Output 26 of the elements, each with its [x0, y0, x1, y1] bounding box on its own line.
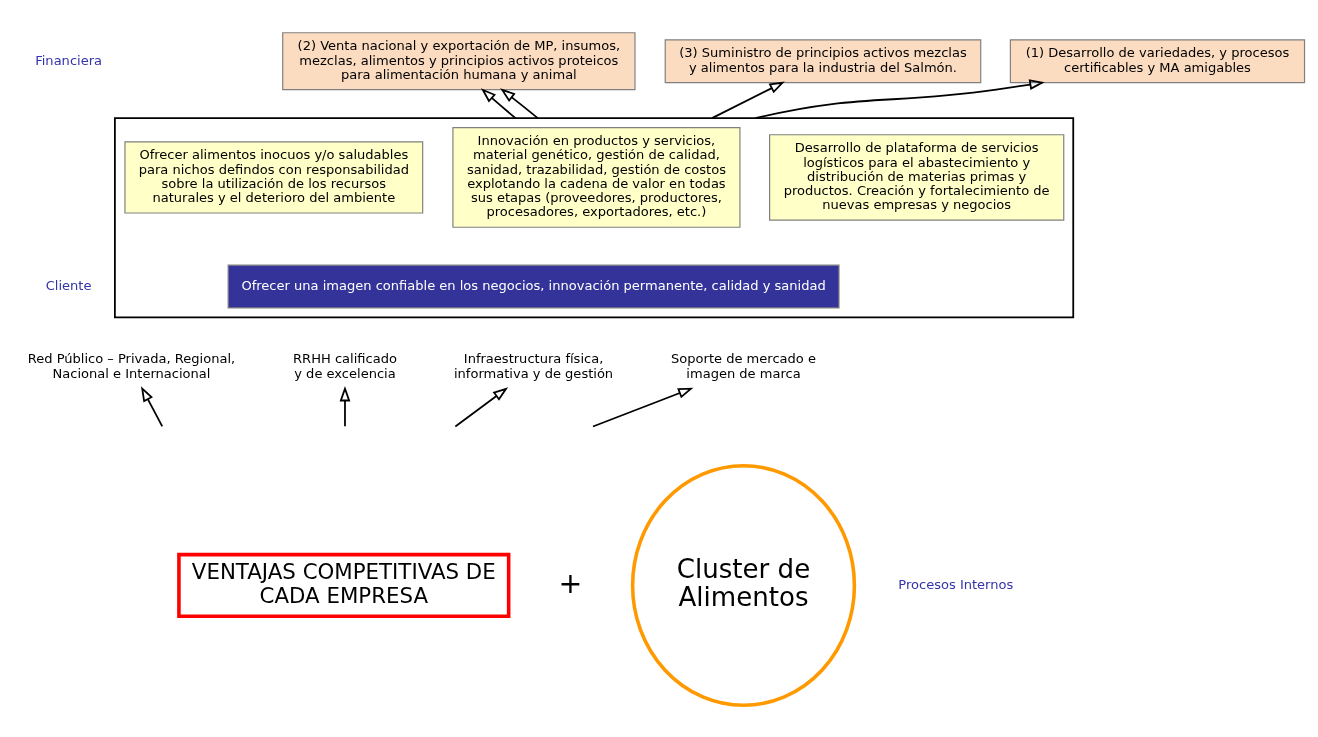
node-box: (1) Desarrollo de variedades, y procesos certificables y MA amigables [1009, 38, 1306, 83]
node-text: Infraestructura física, informativa y de gestión [453, 350, 614, 381]
arrow [454, 386, 509, 427]
arrow [480, 87, 517, 119]
node-box: (3) Suministro de principios activos mezclas y alimentos para la industria del Salmón. [664, 38, 982, 83]
arrow [754, 78, 1045, 119]
label: Financiera [35, 52, 103, 68]
arrow [339, 385, 351, 427]
arrow [711, 81, 785, 119]
node-box: (2) Venta nacional y exportación de MP, insumos, mezclas, alimentos y principios activos proteicos para alimentación humana y animal [282, 31, 636, 90]
node-text: RRHH calificado y de excelencia [293, 350, 397, 381]
node-text: Red Público – Privada, Regional, Nacional e Internacional [27, 350, 236, 381]
node-text: Soporte de mercado e imagen de marca [671, 350, 816, 381]
label: Procesos Internos [898, 576, 1014, 592]
label: Cliente [45, 277, 92, 293]
arrow [500, 87, 539, 119]
node-circle: Cluster de Alimentos [630, 463, 857, 707]
label: + [558, 566, 583, 600]
arrow [592, 387, 694, 427]
node-box: Desarrollo de plataforma de servicios logísticos para el abastecimiento y distribución de materias primas y productos. Creación y fortalecimiento de nuevas empresas y negocios [769, 133, 1065, 221]
node-box: Ofrecer una imagen confiable en los negocios, innovación permanente, calidad y sanidad [227, 264, 840, 308]
node-box: VENTAJAS COMPETITIVAS DE CADA EMPRESA [177, 552, 511, 618]
cluster [114, 116, 1075, 318]
node-box: Innovación en productos y servicios, material genético, gestión de calidad, sanidad, trazabilidad, gestión de costos explotando la cadena de valor en todas sus etapas (proveedores, productores, procesadores, exportadores, etc.) [452, 126, 741, 228]
arrow [140, 385, 164, 427]
node-box: Ofrecer alimentos inocuos y/o saludables para nichos defindos con responsabilidad sobre la utilización de los recursos naturales y el deterioro del ambiente [124, 140, 424, 214]
